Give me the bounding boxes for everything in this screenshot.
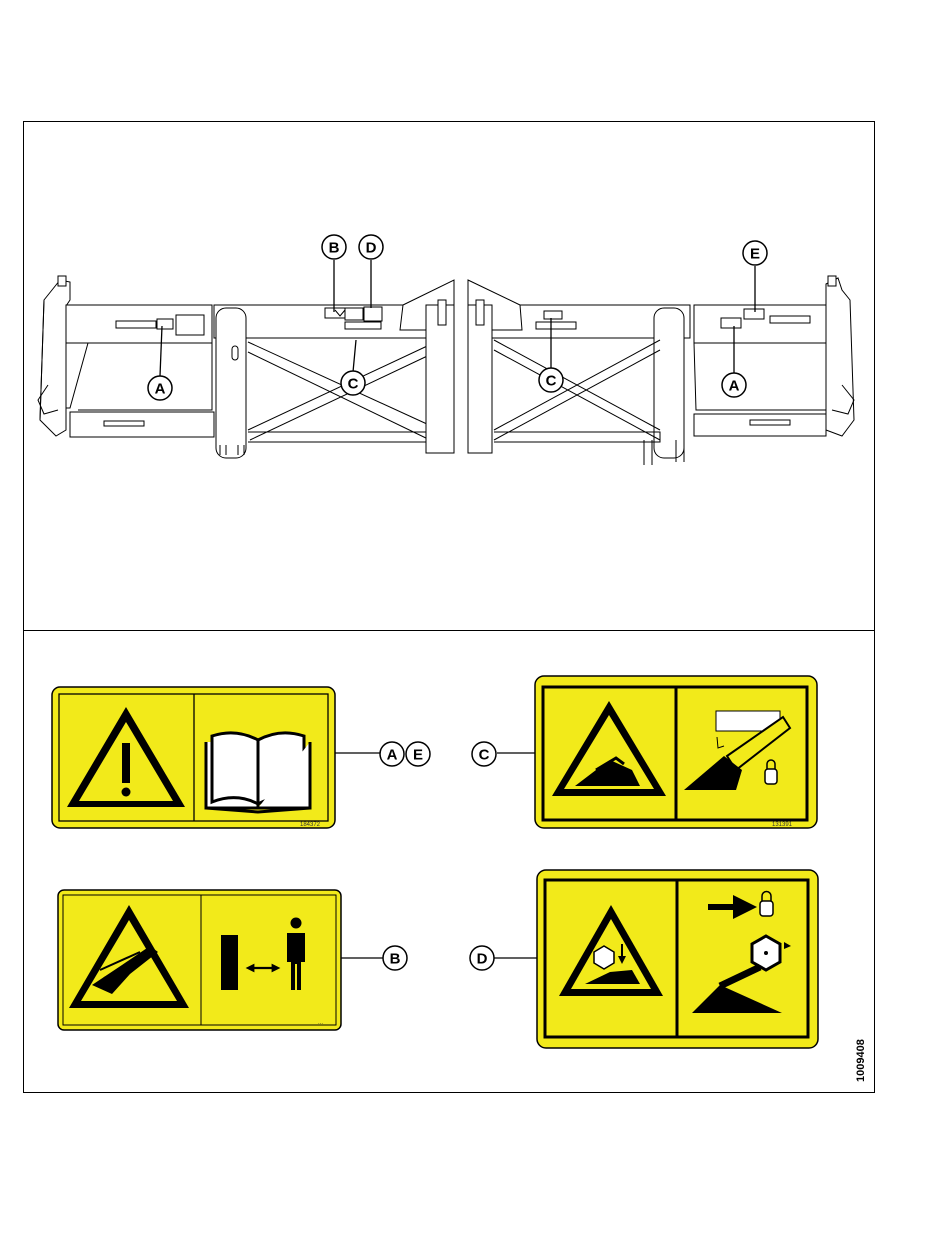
svg-text:A: A	[387, 747, 398, 764]
callout-d-top: D	[359, 235, 383, 259]
svg-text:C: C	[348, 376, 359, 393]
callout-b-decal: B	[383, 946, 407, 970]
svg-text:D: D	[366, 240, 377, 257]
callout-e-top: E	[743, 241, 767, 265]
right-beam	[694, 305, 826, 436]
left-beam	[66, 305, 214, 437]
figure-id: 1009408	[855, 1039, 867, 1082]
decal-callouts: A E C B D	[380, 742, 496, 970]
right-center-section	[468, 280, 690, 465]
operator-manual-icon	[206, 733, 310, 812]
svg-text:C: C	[479, 747, 490, 764]
callout-e-decal: E	[406, 742, 430, 766]
callout-a-decal: A	[380, 742, 404, 766]
decal-leader-lines	[335, 753, 537, 958]
svg-text:A: A	[729, 378, 740, 395]
svg-text:131391: 131391	[772, 822, 793, 828]
callout-c-top-left: C	[341, 371, 365, 395]
svg-text:B: B	[390, 951, 401, 968]
svg-text:C: C	[546, 373, 557, 390]
callout-d-decal: D	[470, 946, 494, 970]
svg-text:E: E	[750, 246, 760, 263]
svg-text:184372: 184372	[300, 822, 321, 828]
decal-c: 131391	[535, 676, 817, 828]
callout-b-top: B	[322, 235, 346, 259]
callout-a-top-right: A	[722, 373, 746, 397]
svg-text:D: D	[477, 951, 488, 968]
svg-text:E: E	[413, 747, 423, 764]
right-endsheet	[826, 276, 854, 436]
svg-text:...: ...	[318, 1020, 323, 1026]
decal-b: ...	[58, 890, 341, 1030]
svg-text:B: B	[329, 240, 340, 257]
decal-d	[537, 870, 818, 1048]
callout-c-decal: C	[472, 742, 496, 766]
decal-ae: 184372	[52, 687, 335, 828]
svg-text:A: A	[155, 381, 166, 398]
callout-a-top-left: A	[148, 376, 172, 400]
left-endsheet	[38, 276, 70, 436]
callout-c-top-right: C	[539, 368, 563, 392]
